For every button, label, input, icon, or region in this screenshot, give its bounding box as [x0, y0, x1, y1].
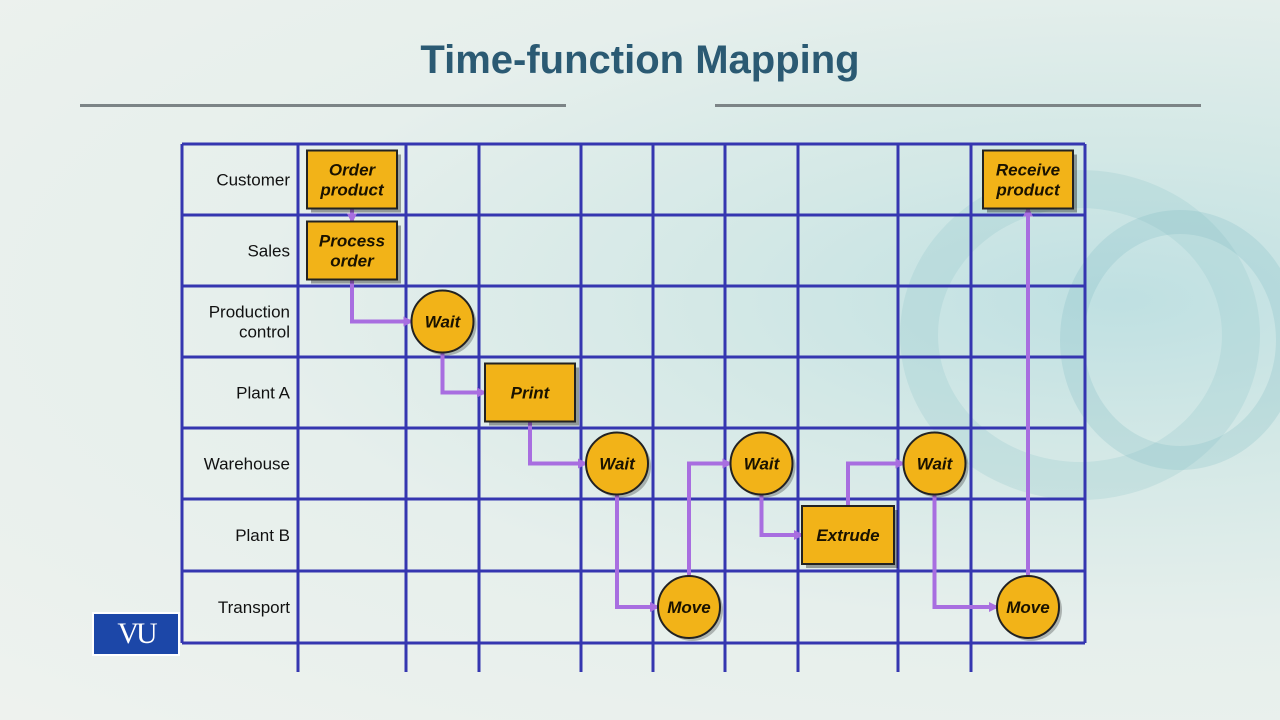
node-move1: Move: [657, 575, 723, 641]
node-wait4: Wait: [902, 431, 969, 498]
node-label: Wait: [425, 313, 462, 332]
slide-title: Time-function Mapping: [420, 38, 860, 82]
node-box: [306, 149, 398, 210]
flow-arrow: [846, 458, 906, 506]
title-divider-right: [715, 104, 1201, 107]
node-box: [982, 149, 1074, 210]
node-label: Extrude: [816, 526, 879, 545]
node-label: Move: [1006, 598, 1049, 617]
row-label: Plant B: [235, 526, 290, 545]
flow-arrow: [759, 494, 804, 540]
flow-arrows: [347, 206, 1033, 612]
row-label: Transport: [218, 598, 290, 617]
row-label: Warehouse: [204, 455, 290, 474]
flow-arrow: [350, 279, 414, 327]
node-extrude: Extrude: [801, 505, 898, 568]
row-label: Plant A: [236, 384, 291, 403]
title-divider-left: [80, 104, 566, 107]
row-label: Sales: [247, 242, 290, 261]
node-box: [484, 362, 576, 423]
node-circle: [585, 431, 649, 496]
node-print: Print: [484, 362, 579, 426]
node-label: Move: [667, 598, 710, 617]
node-label: Print: [511, 384, 551, 403]
grid: [180, 142, 1087, 672]
node-wait2: Wait: [585, 431, 651, 498]
node-label: Wait: [917, 455, 954, 474]
node-box: [801, 505, 895, 565]
node-label: Wait: [599, 455, 636, 474]
flow-arrow: [687, 458, 733, 576]
node-circle: [996, 575, 1060, 639]
node-move2: Move: [996, 575, 1062, 641]
node-label: Wait: [744, 455, 781, 474]
flow-arrow: [528, 421, 588, 469]
node-circle: [410, 289, 475, 354]
node-box: [306, 220, 398, 281]
node-circle: [729, 431, 794, 496]
node-wait3: Wait: [729, 431, 796, 498]
row-label: Customer: [216, 171, 290, 190]
flow-arrow: [615, 494, 660, 612]
node-wait1: Wait: [410, 289, 477, 356]
node-circle: [657, 575, 721, 639]
node-circle: [902, 431, 967, 496]
flow-arrow: [932, 494, 999, 612]
flow-arrow: [440, 352, 487, 398]
vu-logo: VU: [92, 612, 180, 656]
